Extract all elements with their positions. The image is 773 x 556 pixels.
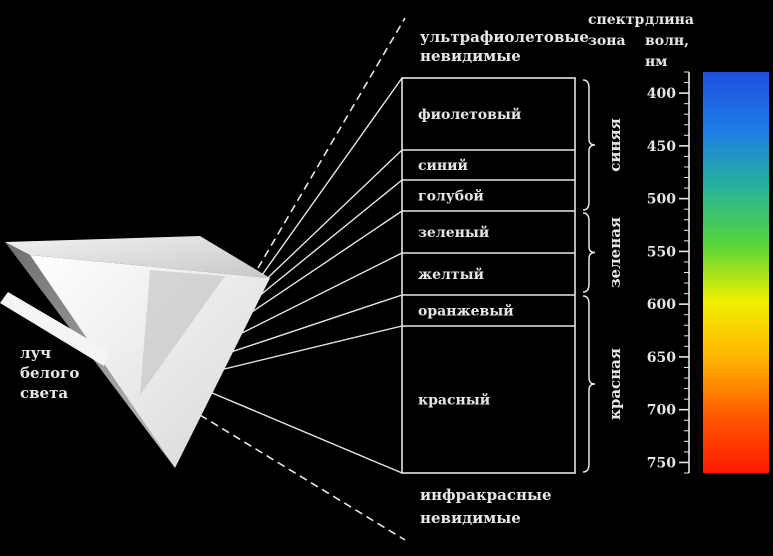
band-label: фиолетовый: [418, 106, 521, 123]
zone-label: синяя: [606, 118, 624, 171]
ultraviolet-sublabel: невидимые: [420, 47, 521, 65]
band-label: зеленый: [418, 224, 489, 241]
band-label: красный: [418, 392, 490, 409]
band-label: оранжевый: [418, 303, 514, 320]
wavelength-unit: нм: [645, 54, 667, 70]
band-ray: [255, 150, 402, 290]
wavelength-header-line2: волн,: [645, 33, 689, 49]
beam-label-line2: белого: [20, 364, 79, 382]
infrared-label: инфракрасные: [420, 486, 552, 504]
zone-brace: [583, 213, 595, 292]
wavelength-scale: 400 450 500 550 600 650 700 750: [647, 72, 689, 473]
scale-tick-label: 550: [647, 244, 676, 260]
zone-label: зеленая: [606, 217, 624, 288]
zone-header: зона: [588, 33, 626, 49]
scale-tick-label: 650: [647, 350, 676, 366]
infrared-ray: [200, 415, 405, 540]
zone-label: красная: [606, 348, 624, 420]
zone-brace: [583, 80, 595, 210]
band-ray: [205, 390, 402, 473]
ultraviolet-label: ультрафиолетовые: [420, 28, 589, 46]
scale-tick-label: 600: [647, 297, 676, 313]
spectrum-header: спектр: [588, 12, 644, 28]
scale-tick-label: 700: [647, 403, 676, 419]
scale-tick-label: 750: [647, 455, 676, 471]
infrared-sublabel: невидимые: [420, 509, 521, 527]
zone-braces: синяя зеленая красная: [583, 80, 624, 472]
spectrum-color-bar: [703, 72, 769, 473]
ultraviolet-ray: [258, 18, 405, 268]
band-ray: [262, 78, 402, 275]
beam-label-line3: света: [20, 384, 68, 402]
band-boxes: фиолетовый синий голубой зеленый желтый оранж…: [402, 78, 575, 473]
beam-label-line1: луч: [20, 344, 51, 362]
band-label: синий: [418, 157, 468, 174]
band-label: желтый: [418, 266, 484, 283]
zone-brace: [583, 296, 595, 472]
scale-tick-label: 400: [647, 86, 676, 102]
scale-tick-label: 450: [647, 139, 676, 155]
wavelength-header: длина: [645, 12, 694, 28]
band-label: голубой: [418, 188, 484, 205]
band-ray: [248, 180, 402, 305]
scale-tick-label: 500: [647, 192, 676, 208]
